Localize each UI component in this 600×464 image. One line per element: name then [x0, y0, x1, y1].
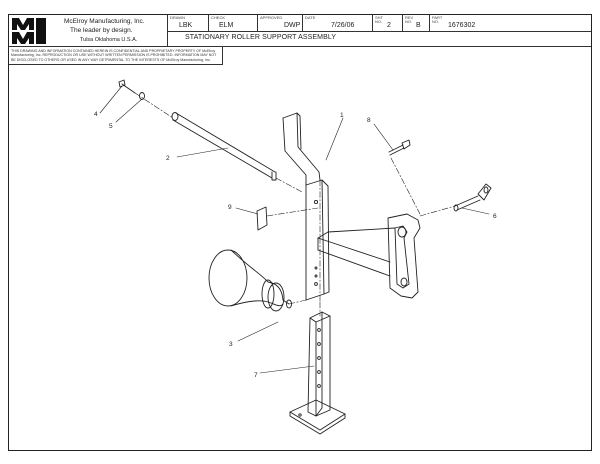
sheet-label: SHT NO. — [375, 15, 383, 24]
part-value: 1676302 — [448, 22, 476, 29]
date-label: DATE — [305, 15, 316, 20]
callout-2: 2 — [166, 155, 170, 162]
rev-cell: REV NO. B — [403, 15, 430, 32]
center-lines — [134, 92, 456, 317]
rev-value: B — [416, 22, 421, 29]
part-4-bolt — [118, 79, 136, 94]
callout-5: 5 — [109, 123, 113, 130]
approved-value: DWP — [284, 22, 301, 29]
end-bracket — [387, 213, 421, 299]
support-arm — [317, 227, 396, 277]
confidential-notice: THIS DRAWING AND INFORMATION CONTAINED H… — [11, 49, 217, 62]
company-name: McElroy Manufacturing, Inc. — [64, 18, 145, 25]
part-9-plate — [256, 206, 268, 231]
title-cell — [168, 32, 591, 47]
part-1-main-post — [282, 112, 330, 301]
leader-lines — [99, 85, 490, 374]
callout-3: 3 — [229, 341, 233, 348]
date-value: 7/26/06 — [331, 22, 355, 29]
company-slogan: The leader by design. — [70, 27, 133, 34]
check-value: ELM — [219, 22, 234, 29]
sheet-value: 2 — [387, 22, 391, 29]
approved-label: APPROVED — [260, 15, 283, 20]
callout-6: 6 — [493, 213, 497, 220]
title-block: McElroy Manufacturing, Inc. The leader b… — [9, 15, 591, 65]
rev-label: REV NO. — [405, 15, 414, 24]
drawn-value: LBK — [179, 22, 193, 29]
company-cell: McElroy Manufacturing, Inc. The leader b… — [9, 15, 168, 47]
sheet-cell: SHT NO. 2 — [373, 15, 403, 32]
part-6-pin — [453, 183, 492, 212]
callout-9: 9 — [228, 204, 232, 211]
mcelroy-logo — [10, 16, 48, 46]
callout-4: 4 — [94, 111, 98, 118]
callout-7: 7 — [254, 372, 258, 379]
company-location: Tulsa Oklahoma U.S.A. — [80, 37, 138, 43]
notice-cell: THIS DRAWING AND INFORMATION CONTAINED H… — [9, 47, 223, 65]
drawing-title: STATIONARY ROLLER SUPPORT ASSEMBLY — [185, 34, 337, 41]
drawn-cell: DRAWN LBK — [168, 15, 209, 32]
part-2-rod — [171, 112, 277, 181]
check-cell: CHECK ELM — [209, 15, 258, 32]
callout-labels: 1 2 3 4 5 6 7 8 9 — [94, 111, 497, 379]
part-3-roller — [208, 249, 292, 312]
drawing-sheet: McElroy Manufacturing, Inc. The leader b… — [8, 14, 592, 451]
part-8-bolt — [388, 139, 411, 156]
part-label: PART NO. — [432, 15, 443, 24]
part-5-washer — [139, 92, 145, 100]
check-label: CHECK — [211, 15, 226, 20]
callout-8: 8 — [367, 117, 371, 124]
drawn-label: DRAWN — [170, 15, 185, 20]
part-7-stand — [289, 311, 346, 435]
part-cell: PART NO. 1676302 — [430, 15, 591, 32]
callout-1: 1 — [340, 112, 344, 119]
date-cell: DATE 7/26/06 — [303, 15, 373, 32]
approved-cell: APPROVED DWP — [258, 15, 303, 32]
